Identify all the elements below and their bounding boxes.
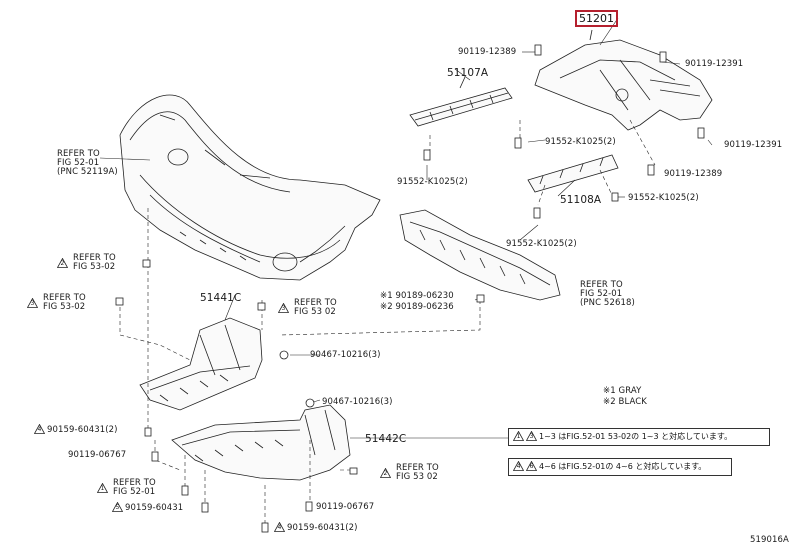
bolt-label[interactable]: ※1 90189-06230 — [380, 291, 454, 301]
bolt-label[interactable]: 90467-10216(3) — [322, 397, 393, 407]
bolt-label[interactable]: 90119-12389 — [664, 169, 723, 179]
bolt-label[interactable]: ※2 90189-06236 — [380, 302, 454, 312]
part-number-51108a[interactable]: 51108A — [560, 194, 602, 206]
bracket-51108a-drawing — [527, 154, 619, 193]
bolt-label[interactable]: 90467-10216(3) — [310, 350, 381, 360]
triangle-marker-icon: 4 — [34, 424, 45, 434]
bolt-label[interactable]: 90119-12389 — [458, 47, 517, 57]
dashed-assembly-lines — [119, 119, 656, 527]
triangle-marker-icon: 2 — [57, 258, 68, 268]
triangle-marker-icon: 5 — [112, 502, 123, 512]
bolt-label[interactable]: 91552-K1025(2) — [545, 137, 616, 147]
bolt-label[interactable]: 90119-12391 — [685, 59, 744, 69]
figure-code: 519016A — [750, 535, 789, 545]
under-cover-51441c-drawing — [139, 317, 263, 411]
triangle-marker-icon: 3 — [278, 303, 289, 313]
triangle-marker-icon: 2 — [380, 468, 391, 478]
radiator-support-drawing — [534, 29, 713, 131]
triangle-marker-icon: 1 — [97, 483, 108, 493]
bar-51107a-drawing — [409, 76, 513, 127]
lower-absorber-drawing — [399, 209, 561, 301]
part-number-51201-highlighted[interactable]: 51201 — [575, 10, 618, 27]
legend-gray: ※1 GRAY — [603, 386, 642, 396]
bolt-label[interactable]: 91552-K1025(2) — [506, 239, 577, 249]
under-cover-51442c-drawing — [171, 404, 351, 481]
triangle-marker-icon: 4 — [274, 522, 285, 532]
fastener-symbols — [115, 44, 705, 533]
leader-lines — [99, 17, 713, 439]
bolt-label[interactable]: 91552-K1025(2) — [628, 193, 699, 203]
triangle-marker-icon: 1 — [513, 431, 524, 441]
legend-black: ※2 BLACK — [603, 397, 647, 407]
part-number-51441c[interactable]: 51441C — [200, 292, 242, 304]
triangle-marker-icon: 6 — [526, 461, 537, 471]
triangle-marker-icon: 3 — [526, 431, 537, 441]
bolt-label[interactable]: 90119-06767 — [68, 450, 127, 460]
triangle-marker-icon: 4 — [513, 461, 524, 471]
bolt-label[interactable]: 90119-12391 — [724, 140, 783, 150]
part-number-51442c[interactable]: 51442C — [365, 433, 407, 445]
triangle-marker-icon: 3 — [27, 298, 38, 308]
bolt-label[interactable]: 91552-K1025(2) — [397, 177, 468, 187]
part-number-51107a[interactable]: 51107A — [447, 67, 489, 79]
bolt-label[interactable]: 90119-06767 — [316, 502, 375, 512]
bumper-cover-drawing — [119, 94, 381, 281]
